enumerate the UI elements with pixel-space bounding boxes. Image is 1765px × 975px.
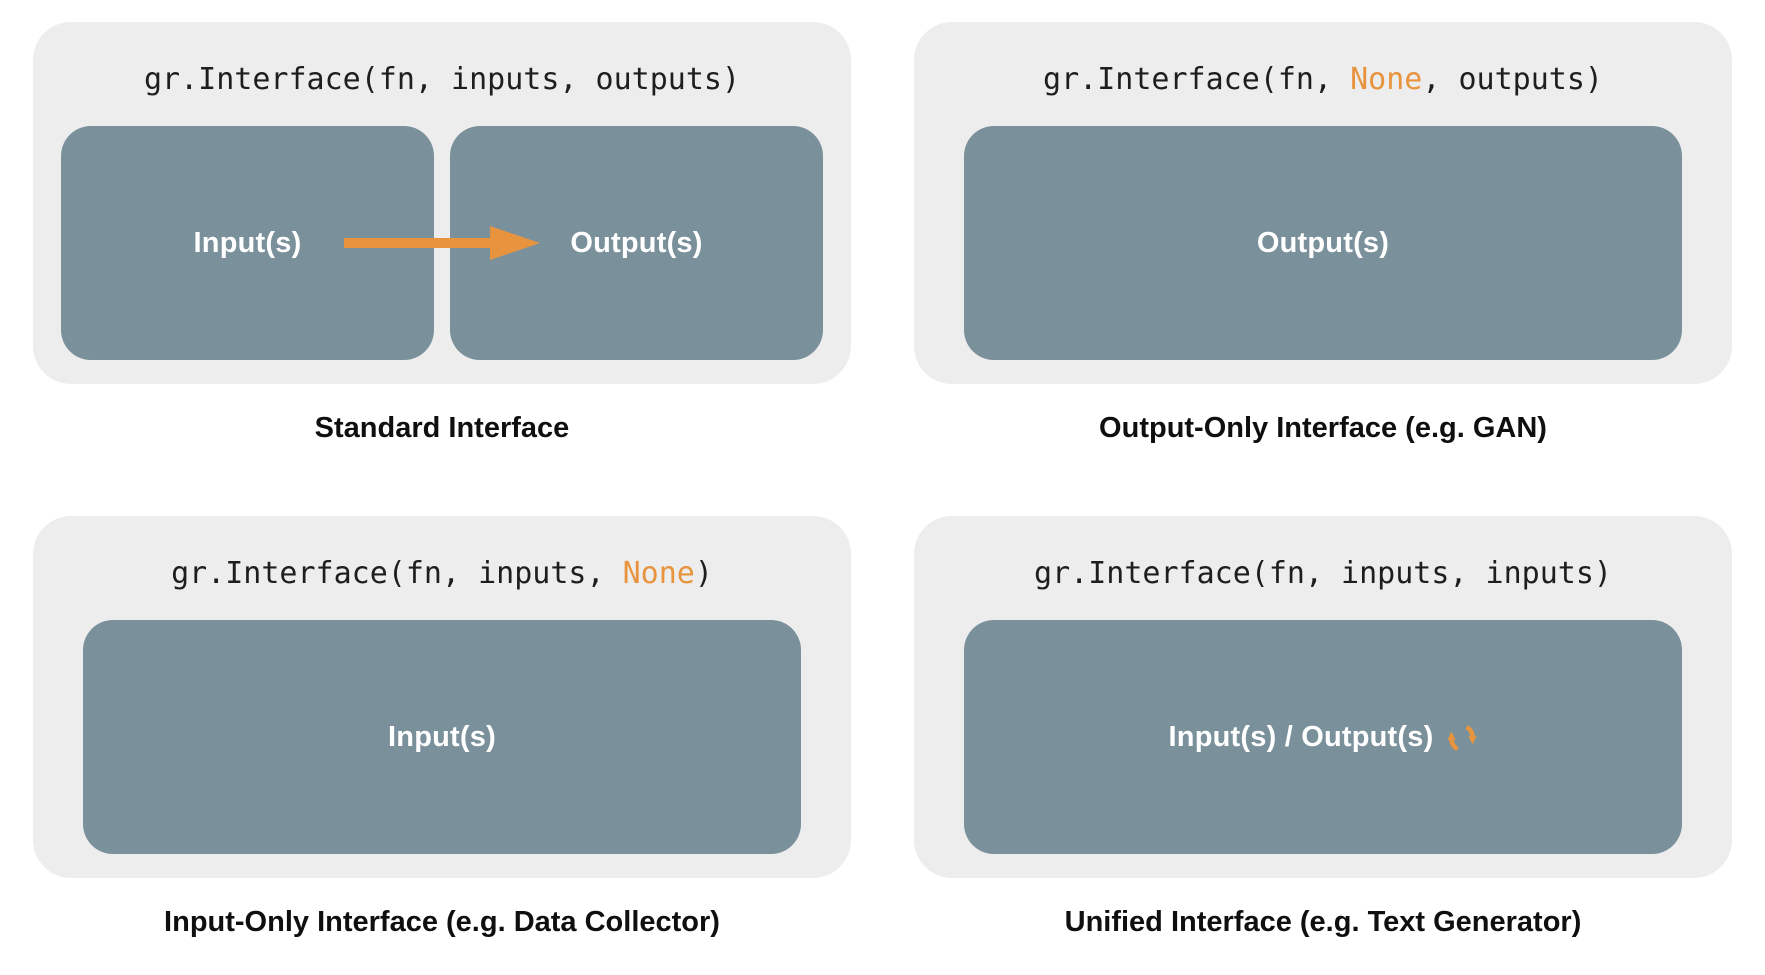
caption-output-only: Output-Only Interface (e.g. GAN) — [1099, 412, 1547, 444]
input-output-box: Input(s) / Output(s) — [964, 620, 1682, 854]
output-box-label: Output(s) — [1256, 226, 1390, 259]
caption-input-only: Input-Only Interface (e.g. Data Collecto… — [164, 906, 720, 938]
code-line-input-only: gr.Interface(fn, inputs, None) — [61, 556, 823, 592]
code-text: gr.Interface(fn, inputs, inputs) — [1034, 556, 1612, 591]
code-text: gr.Interface(fn, inputs, outputs) — [143, 62, 741, 97]
code-text: , outputs) — [1422, 62, 1603, 97]
input-output-box-label: Input(s) / Output(s) — [1168, 720, 1434, 753]
code-text: gr.Interface(fn, inputs, — [171, 556, 623, 591]
code-text: gr.Interface(fn, — [1043, 62, 1351, 97]
boxes-row-standard: Input(s) Output(s) — [61, 126, 823, 360]
code-highlight-none: None — [1350, 62, 1423, 97]
code-line-unified: gr.Interface(fn, inputs, inputs) — [942, 556, 1704, 592]
output-box-label: Output(s) — [570, 226, 703, 259]
code-text: ) — [694, 556, 713, 591]
input-box-label: Input(s) — [193, 226, 302, 259]
input-box: Input(s) — [83, 620, 801, 854]
panel-output-only-interface: gr.Interface(fn, None, outputs) Output(s… — [914, 22, 1732, 446]
panel-input-only-interface: gr.Interface(fn, inputs, None) Input(s) … — [33, 516, 851, 940]
output-box: Output(s) — [450, 126, 823, 360]
panel-card-input-only: gr.Interface(fn, inputs, None) Input(s) — [33, 516, 851, 878]
panel-card-output-only: gr.Interface(fn, None, outputs) Output(s… — [914, 22, 1732, 384]
code-line-output-only: gr.Interface(fn, None, outputs) — [942, 62, 1704, 98]
input-box-label: Input(s) — [388, 720, 496, 753]
panel-card-unified: gr.Interface(fn, inputs, inputs) Input(s… — [914, 516, 1732, 878]
boxes-row-output-only: Output(s) — [964, 126, 1682, 360]
input-box: Input(s) — [61, 126, 434, 360]
boxes-row-unified: Input(s) / Output(s) — [964, 620, 1682, 854]
cycle-arrows-icon — [1447, 725, 1478, 751]
code-highlight-none: None — [622, 556, 695, 591]
boxes-row-input-only: Input(s) — [83, 620, 801, 854]
panel-standard-interface: gr.Interface(fn, inputs, outputs) Input(… — [33, 22, 851, 446]
panel-unified-interface: gr.Interface(fn, inputs, inputs) Input(s… — [914, 516, 1732, 940]
output-box: Output(s) — [964, 126, 1682, 360]
panel-card-standard: gr.Interface(fn, inputs, outputs) Input(… — [33, 22, 851, 384]
code-line-standard: gr.Interface(fn, inputs, outputs) — [61, 62, 823, 98]
caption-unified: Unified Interface (e.g. Text Generator) — [1064, 906, 1582, 938]
caption-standard: Standard Interface — [314, 412, 570, 444]
